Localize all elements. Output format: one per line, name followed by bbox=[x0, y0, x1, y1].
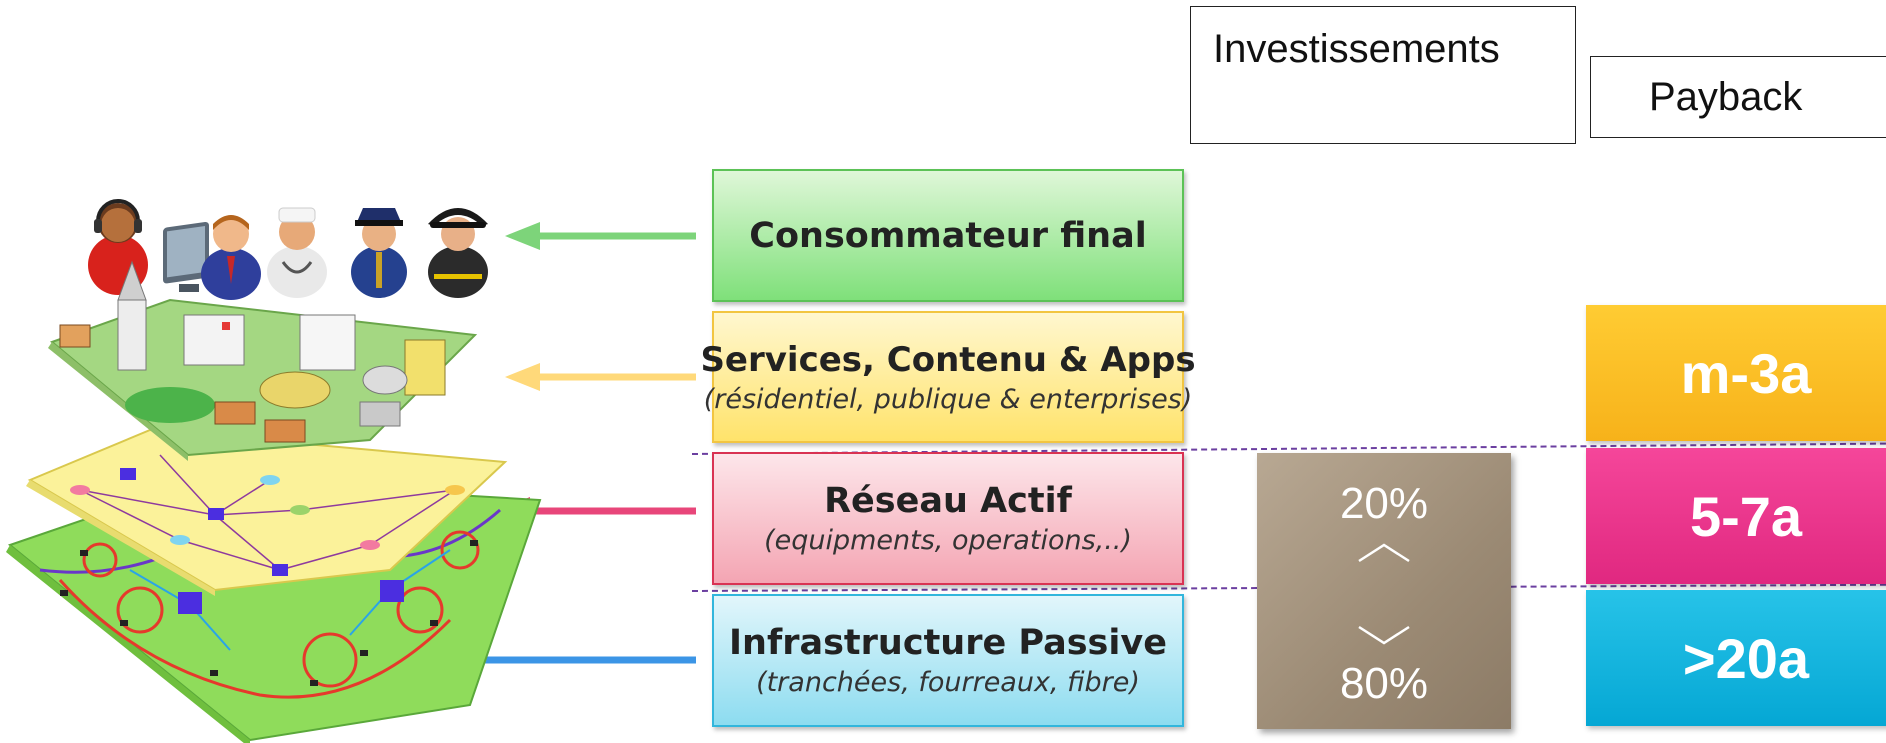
layer-infra-title: Infrastructure Passive bbox=[729, 623, 1167, 663]
payback-infra: >20a bbox=[1586, 590, 1886, 726]
layer-services-subtitle: (résidentiel, publique & enterprises) bbox=[703, 383, 1193, 415]
investments-header: Investissements bbox=[1190, 6, 1576, 144]
payback-services: m-3a bbox=[1586, 305, 1886, 441]
layer-infra-subtitle: (tranchées, fourreaux, fibre) bbox=[756, 667, 1140, 698]
payback-header: Payback bbox=[1590, 56, 1886, 138]
layer-services-title: Services, Contenu & Apps bbox=[700, 339, 1196, 380]
layer-network: Réseau Actif (equipments, operations,..) bbox=[712, 452, 1184, 585]
layer-consumer-title: Consommateur final bbox=[749, 215, 1147, 256]
computer-user-icon bbox=[163, 215, 261, 300]
police-officer-icon bbox=[351, 208, 407, 298]
doctor-icon bbox=[267, 207, 327, 298]
chevron-down-icon bbox=[1358, 625, 1410, 645]
investment-split-box: 20% 80% bbox=[1257, 453, 1511, 729]
firefighter-icon bbox=[428, 208, 488, 298]
headset-user-icon bbox=[88, 199, 148, 295]
investments-header-label: Investissements bbox=[1213, 27, 1500, 71]
chevron-up-icon bbox=[1358, 543, 1410, 563]
layer-infra: Infrastructure Passive (tranchées, fourr… bbox=[712, 594, 1184, 727]
arrow-consumer-head bbox=[505, 222, 540, 250]
investment-active-share: 20% bbox=[1339, 479, 1429, 528]
layer-consumer: Consommateur final bbox=[712, 169, 1184, 302]
city-layer-icon bbox=[48, 260, 478, 461]
layer-network-subtitle: (equipments, operations,..) bbox=[764, 525, 1132, 556]
investment-passive-share: 80% bbox=[1339, 659, 1429, 708]
payback-header-label: Payback bbox=[1649, 75, 1803, 119]
layer-illustration bbox=[6, 199, 696, 743]
layer-services: Services, Contenu & Apps (résidentiel, p… bbox=[700, 311, 1196, 443]
layer-network-title: Réseau Actif bbox=[824, 481, 1072, 521]
arrow-services-head bbox=[505, 363, 540, 391]
network-layer-icon bbox=[26, 428, 508, 596]
people-icons bbox=[88, 199, 488, 300]
payback-network: 5-7a bbox=[1586, 448, 1886, 584]
